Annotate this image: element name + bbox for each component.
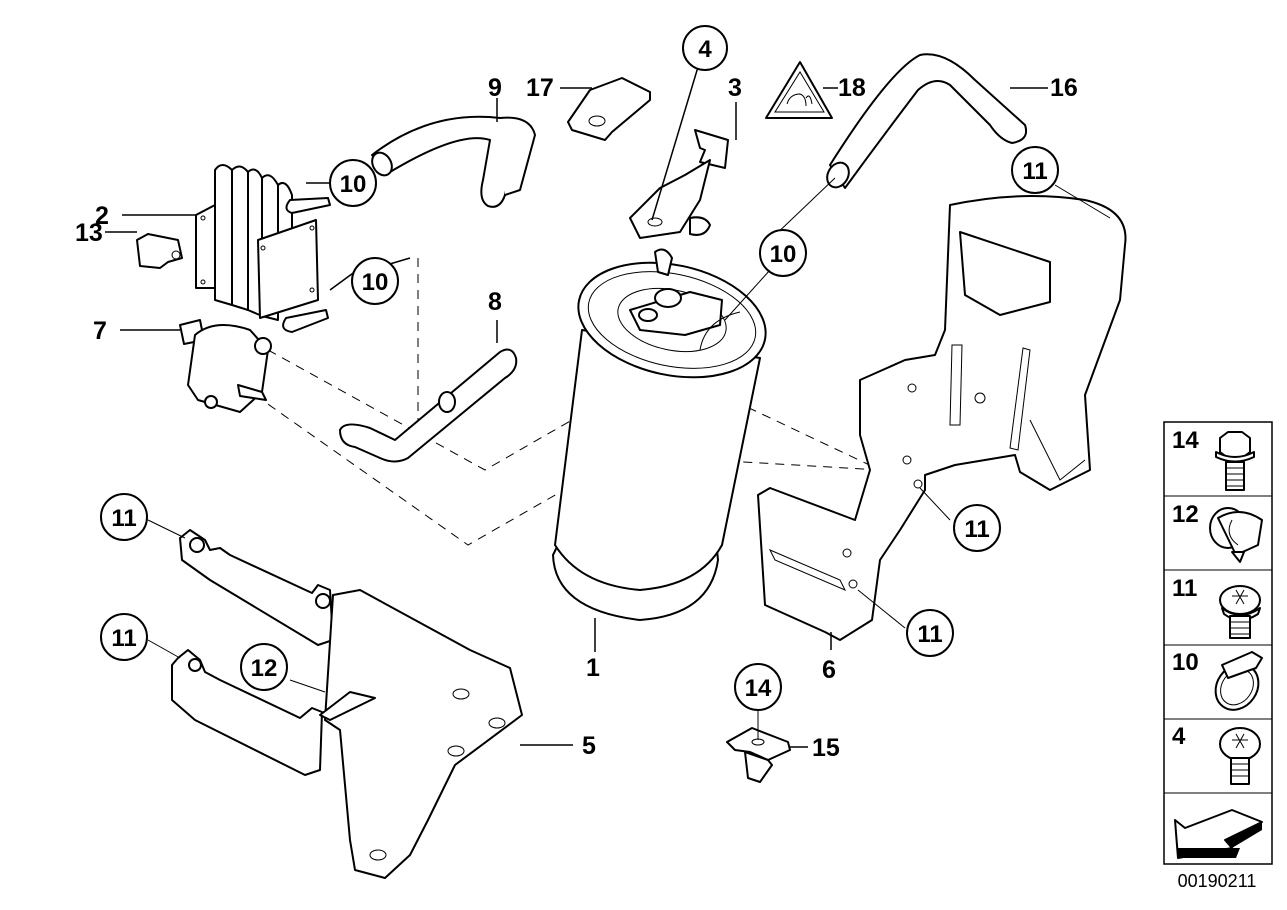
part-2-bellows-unit[interactable]: [195, 164, 331, 333]
label-3: 3: [728, 74, 742, 102]
label-7: 7: [93, 317, 107, 345]
hose-clamp-icon: [1214, 651, 1263, 711]
label-13: 13: [75, 219, 103, 247]
callout-11-d: 11: [100, 493, 148, 541]
label-11-d: 11: [111, 505, 136, 532]
fastener-legend: 14 12 11: [1163, 421, 1273, 865]
callout-11-b: 11: [953, 504, 1001, 552]
part-3-sensor[interactable]: [629, 129, 729, 239]
label-14: 14: [745, 675, 772, 702]
callout-14: 14: [734, 663, 782, 711]
legend-number: 11: [1172, 575, 1197, 602]
label-11-c: 11: [917, 621, 942, 648]
callout-4: 4: [682, 25, 728, 71]
legend-item-12[interactable]: 12: [1172, 501, 1263, 563]
legend-item-10[interactable]: 10: [1172, 649, 1267, 718]
legend-number: 10: [1172, 649, 1199, 676]
label-10-a: 10: [340, 171, 367, 198]
part-18-warning-label[interactable]: [765, 61, 833, 119]
label-15: 15: [812, 734, 840, 762]
part-17-clip[interactable]: [567, 77, 651, 141]
label-16: 16: [1050, 74, 1078, 102]
label-17: 17: [526, 74, 554, 102]
clip-nut-icon: [1209, 507, 1263, 563]
circled-labels: 4 10 10 10 11 11 11 11: [100, 25, 1059, 711]
label-10-b: 10: [362, 269, 389, 296]
label-2: 2: [95, 202, 109, 230]
part-7-valve[interactable]: [179, 319, 272, 413]
part-8-hose[interactable]: [339, 348, 518, 463]
legend-number: 12: [1172, 501, 1199, 528]
legend-number: 4: [1172, 723, 1186, 750]
callout-11-e: 11: [100, 613, 148, 661]
callout-10-a: 10: [329, 159, 377, 207]
callout-11-c: 11: [906, 609, 954, 657]
hex-bolt-icon: [1215, 431, 1255, 491]
label-5: 5: [582, 732, 596, 760]
part-9-hose[interactable]: [368, 115, 536, 208]
callout-12: 12: [240, 643, 288, 691]
torx-screw-icon: [1219, 727, 1261, 785]
legend-item-14[interactable]: 14: [1172, 427, 1255, 491]
part-5-mounting-bracket[interactable]: [171, 529, 523, 879]
label-12: 12: [251, 655, 278, 682]
label-18: 18: [838, 74, 866, 102]
callout-10-c: 10: [759, 229, 807, 277]
document-number: 00190211: [1178, 871, 1257, 891]
direction-arrow-icon: [1174, 809, 1263, 859]
label-8: 8: [488, 288, 502, 316]
legend-item-arrow[interactable]: [1174, 809, 1263, 859]
label-10-c: 10: [770, 241, 797, 268]
label-11-a: 11: [1022, 158, 1047, 185]
label-4-top: 4: [698, 36, 712, 63]
legend-item-11[interactable]: 11: [1172, 575, 1261, 639]
callout-11-a: 11: [1011, 146, 1059, 194]
part-16-hose[interactable]: [823, 53, 1028, 191]
part-13-connector[interactable]: [136, 233, 183, 269]
label-6: 6: [822, 656, 836, 684]
label-11-e: 11: [111, 625, 136, 652]
label-1: 1: [586, 654, 600, 682]
part-1-canister[interactable]: [552, 246, 776, 621]
callout-10-b: 10: [351, 257, 399, 305]
label-9: 9: [488, 74, 502, 102]
part-6-holder-bracket[interactable]: [757, 195, 1127, 641]
label-11-b: 11: [964, 516, 989, 543]
legend-item-4[interactable]: 4: [1172, 723, 1261, 785]
part-15-clip-nut[interactable]: [726, 727, 791, 783]
plain-labels: 1 2 3 5 6 7 8 9 13 15 16 17 18: [75, 74, 1078, 762]
torx-screw-washer-icon: [1219, 585, 1261, 639]
legend-number: 14: [1172, 427, 1199, 454]
